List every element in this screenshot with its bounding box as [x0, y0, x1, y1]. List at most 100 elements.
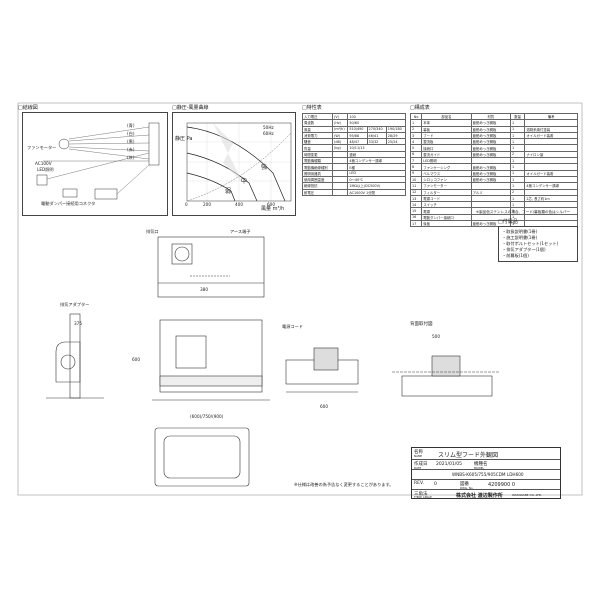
fan-motor-label: ファンモーター [27, 145, 57, 150]
curve-label-mid: 中 [241, 178, 248, 185]
dim-width: (600)/750/(900) [190, 414, 224, 419]
rev-label: REV. [414, 481, 424, 486]
side-view-right [285, 347, 359, 393]
rev-value: 0 [434, 482, 437, 487]
terminal-label: (黒) [127, 139, 135, 144]
name-sub: NAME [414, 454, 423, 458]
curve-label-strong: 強 [261, 164, 268, 171]
footer-note: ※仕様は改善の為予告なく変更することがあります。 [294, 482, 394, 487]
dim-depth: 600 [320, 404, 328, 409]
damper-label: 電動ダンパー接続用コネクタ [41, 201, 96, 206]
x-tick: 400 [235, 202, 243, 207]
spec-cell [332, 188, 349, 196]
top-view [157, 236, 265, 298]
dim-d3: 600 [132, 357, 140, 362]
rear-view-title: 背面取付図 [410, 322, 433, 327]
title-row-model: WNBS-K605/755/905CDM LDH600 [412, 470, 560, 480]
dim-d1: 500 [432, 334, 440, 339]
spec-cell: 100 [347, 112, 406, 121]
side-view-left [46, 313, 104, 399]
wiring-section-title: □結線図 [18, 105, 38, 111]
perf-ylabel: 静圧 Pa [175, 136, 193, 142]
parts-section-title: □構成表 [410, 105, 430, 111]
accessory-item: ・前幕板(1個) [502, 253, 529, 258]
parts-cell [524, 119, 578, 127]
spec-cell: (V) [332, 112, 349, 121]
led-label: LED照明 [37, 167, 54, 172]
date-label: 作成日 [414, 462, 428, 467]
accessories-section-title: □付属品 [498, 219, 518, 225]
spec-cell: AC1000V 1分間 [347, 188, 406, 196]
terminal-label: (青) [127, 123, 135, 128]
dim-height: 380 [200, 287, 208, 292]
annotation: 排気口 [146, 229, 159, 234]
model-label: 機種名 [474, 462, 488, 467]
parts-header-cell: 数量 [509, 112, 526, 121]
drawing-name: スリム型フード外観図 [438, 452, 499, 459]
parts-cell: 17 [409, 220, 423, 228]
dwg-value: 4209900 0 [488, 482, 516, 488]
front-view [152, 319, 270, 401]
angle-label: 三角法 [414, 492, 428, 497]
perf-chart-frame: 静圧 Pa 風量 m³/h 50Hz 60Hz 0 200 400 600 強 … [172, 112, 296, 216]
terminal-label: (赤) [127, 147, 135, 152]
parts-cell: 1 [409, 119, 423, 127]
model-sub: MODEL [474, 465, 485, 470]
parts-header-cell: No [409, 112, 423, 121]
perf-chart [186, 122, 292, 202]
x-tick: 200 [203, 202, 211, 207]
date-sub: DATE [414, 465, 422, 470]
spec-section-title: □特性表 [302, 105, 322, 111]
x-tick: 0 [185, 202, 188, 207]
date-value: 2021/01/05 [436, 462, 462, 467]
x-tick: 600 [267, 202, 275, 207]
spec-cell: (Hz) [332, 119, 349, 127]
title-row-company: 三角法 THIRD ANGLE 株式会社 渡辺製作所 WATANABE CO.,… [412, 490, 560, 500]
accessories-box: ・取扱説明書(1冊) ・施工説明書(1冊) ・取付ボルトセット(1セット) ・排… [498, 226, 578, 262]
company-en: WATANABE CO.,LTD. [512, 493, 543, 497]
title-block: 名称 NAME スリム型フード外観図 作成日 DATE 2021/01/05 機… [411, 447, 561, 499]
company-jp: 株式会社 渡辺製作所 [456, 492, 503, 499]
annotation: 電源コード [282, 324, 303, 329]
perf-xlabel: 風量 m³/h [261, 206, 285, 212]
parts-cell: 1 [509, 119, 526, 127]
perf-section-title: □静圧-風量曲線 [172, 105, 209, 111]
name-label: 名称 [414, 450, 423, 455]
terminal-label: (白) [127, 131, 135, 136]
parts-header-cell: 備考 [524, 112, 578, 121]
title-row-name: 名称 NAME スリム型フード外観図 [412, 448, 560, 460]
dwg-label: 図番 [460, 482, 469, 487]
curve-label-weak: 弱 [225, 188, 232, 195]
wiring-diagram-frame: ファンモーター AC100V LED照明 電動ダンパー接続用コネクタ (青) (… [22, 112, 168, 216]
annotation: アース端子 [230, 229, 251, 234]
legend-50hz: 50Hz [263, 125, 274, 130]
dwg-sub: DWG. No. [460, 485, 474, 490]
supply-label: AC100V [35, 161, 52, 166]
parts-note: ※製品色ステンレスの場合、フード/幕板類の色はシルバー [476, 210, 571, 214]
spec-row: 入力電圧(V)100 [301, 112, 406, 121]
accessory-item: ・取付ボルトセット(1セット) [502, 241, 559, 246]
accessory-item: ・排気アダプター(1個) [502, 247, 546, 252]
dim-d2: 375 [74, 321, 82, 326]
accessory-item: ・施工説明書(1冊) [502, 235, 538, 240]
spec-row: 周波数(Hz)50/60 [301, 119, 406, 127]
accessory-item: ・取扱説明書(1冊) [502, 229, 538, 234]
angle-sub: THIRD ANGLE [414, 495, 432, 499]
spec-cell: 50/60 [347, 119, 406, 127]
model-value: WNBS-K605/755/905CDM LDH600 [452, 472, 524, 477]
annotation: 排気アダプター [60, 302, 90, 307]
terminal-label: (灰) [127, 155, 135, 160]
title-row-dwg: REV. 0 図番 DWG. No. 4209900 0 [412, 480, 560, 490]
